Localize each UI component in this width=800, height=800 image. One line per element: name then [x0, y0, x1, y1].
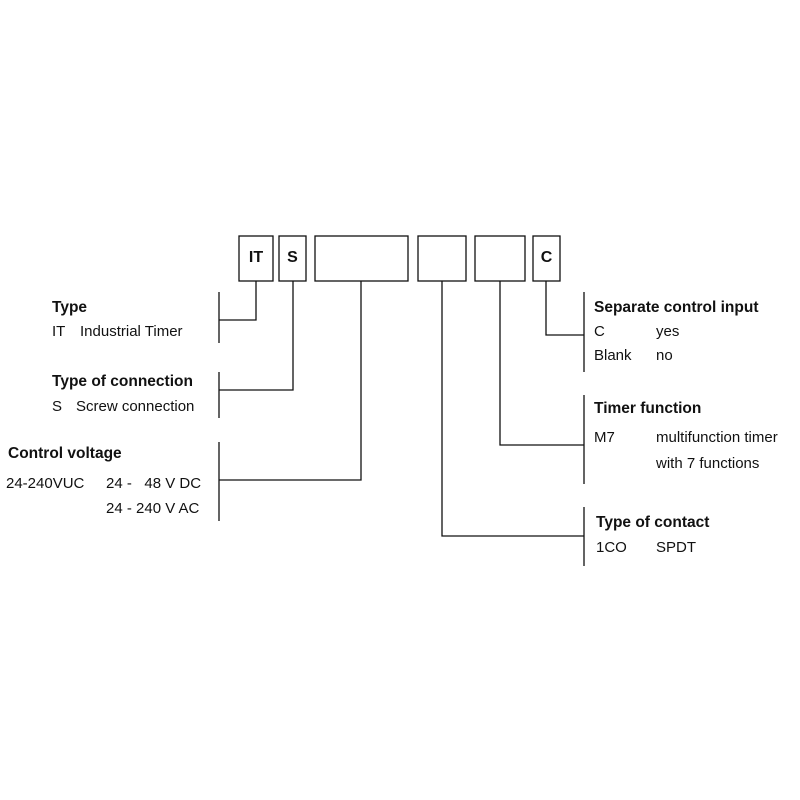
voltage-ac: 24 - 240 V AC: [106, 500, 200, 517]
leader-line-contact: [441, 281, 584, 537]
code-box-connection-label: S: [287, 249, 298, 266]
control-input-code-blank: Blank: [594, 347, 632, 364]
leader-line-voltage: [219, 281, 362, 481]
code-box-type-label: IT: [248, 249, 264, 266]
leader-line-control-input: [545, 281, 584, 336]
voltage-title: Control voltage: [8, 445, 122, 462]
voltage-dc: 24 - 48 V DC: [106, 475, 202, 492]
contact-title: Type of contact: [596, 514, 710, 531]
type-title: Type: [52, 299, 88, 316]
connection-description: Screw connection: [76, 398, 195, 415]
timer-function-code: M7: [594, 429, 615, 446]
contact-code: 1CO: [596, 539, 627, 556]
connection-title: Type of connection: [52, 373, 193, 390]
leader-line-type: [219, 281, 257, 321]
type-description: Industrial Timer: [80, 323, 183, 340]
timer-function-line1: multifunction timer: [656, 429, 778, 446]
contact-description: SPDT: [656, 539, 697, 556]
code-box-control-input-label: C: [540, 249, 553, 266]
control-input-value-no: no: [656, 347, 673, 364]
connection-code: S: [52, 398, 63, 415]
control-input-title: Separate control input: [594, 299, 759, 316]
code-box-function: [474, 235, 526, 282]
code-box-voltage: [314, 235, 409, 282]
leader-line-function: [499, 281, 584, 446]
leader-line-connection: [219, 281, 294, 391]
code-box-contact: [417, 235, 467, 282]
timer-function-line2: with 7 functions: [656, 455, 760, 472]
timer-function-title: Timer function: [594, 400, 702, 417]
type-code: IT: [52, 323, 66, 340]
control-input-value-yes: yes: [656, 323, 680, 340]
voltage-code: 24-240VUC: [6, 475, 85, 492]
control-input-code-c: C: [594, 323, 605, 340]
